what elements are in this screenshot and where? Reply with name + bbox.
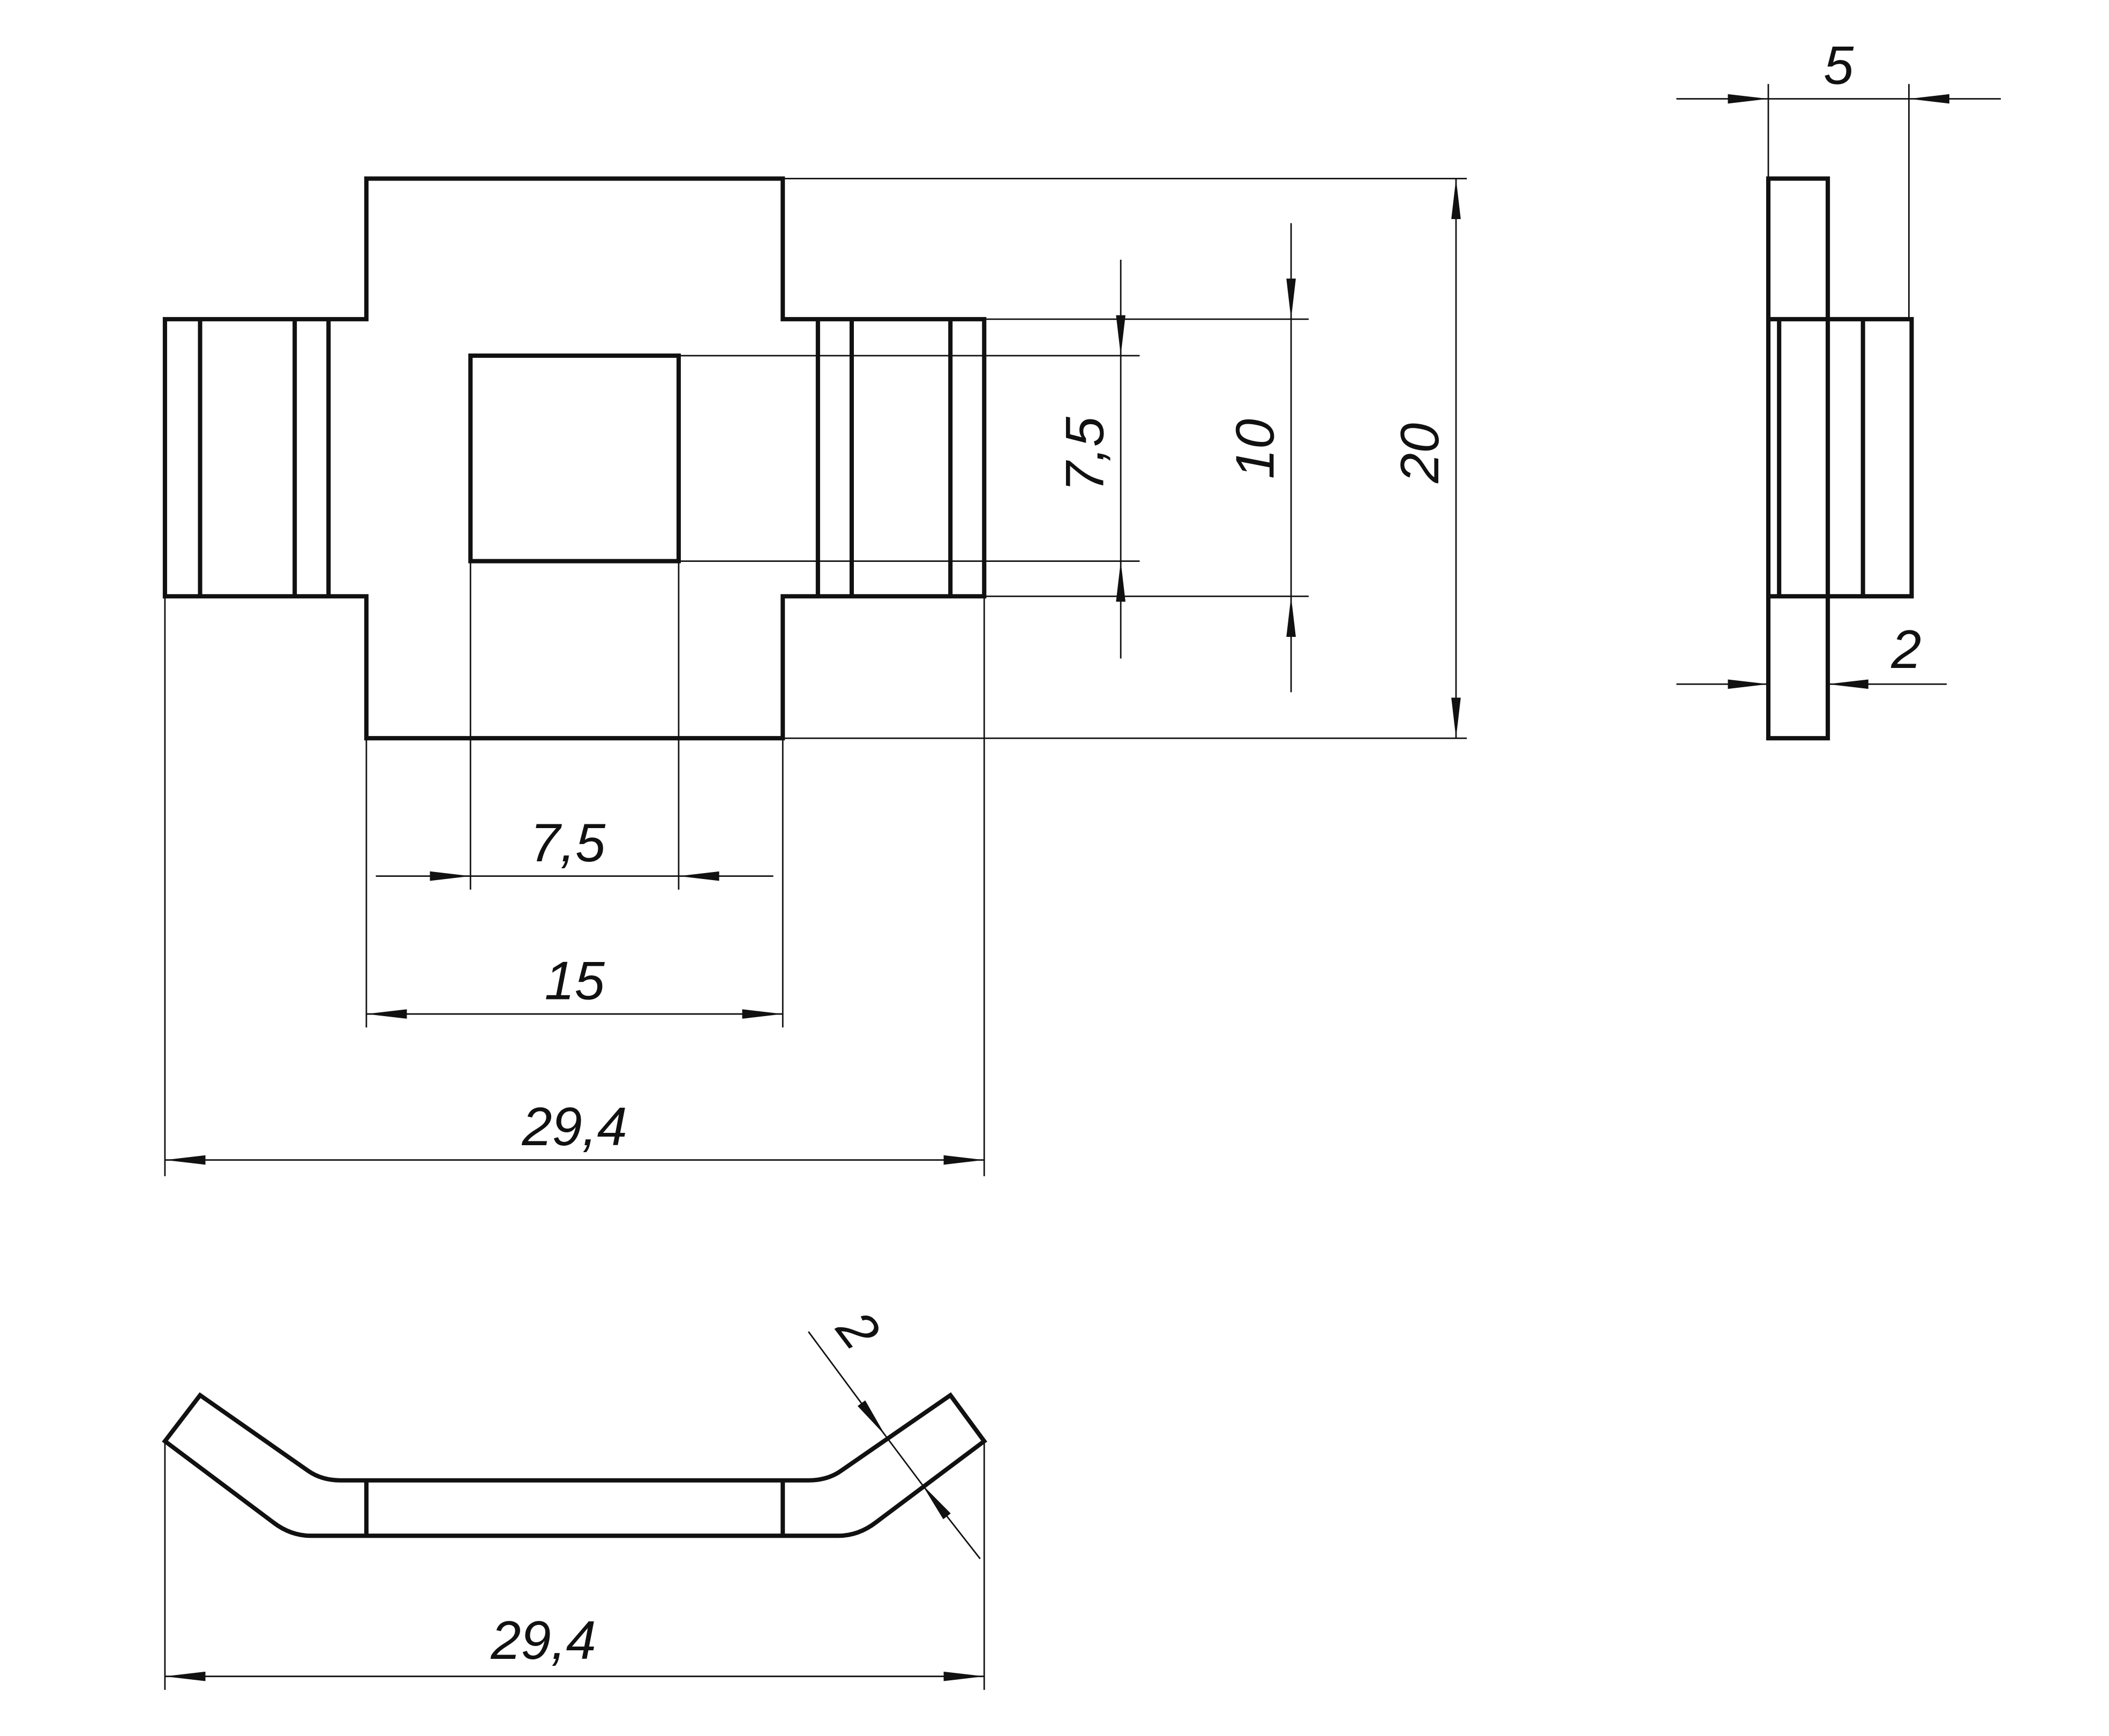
bottom-view: 29,4 2 — [162, 1299, 987, 1690]
dim-hole-width: 7,5 — [530, 813, 606, 873]
dim-wing-height: 10 — [1225, 419, 1285, 479]
dim-bottom-width: 29,4 — [490, 1611, 596, 1671]
dim-center-width: 15 — [544, 951, 605, 1011]
dim-plate-thickness: 2 — [1890, 620, 1921, 680]
front-view: 20 10 7,5 7,5 15 29,4 — [162, 176, 1467, 1176]
bend-lines — [364, 1480, 785, 1536]
side-inner-lines — [1777, 319, 1865, 597]
side-extension-lines — [1767, 84, 1910, 739]
dim-line-bent-thickness-mid — [884, 1435, 923, 1485]
front-outline — [162, 176, 987, 741]
dim-line-bent-thickness-a — [808, 1331, 887, 1437]
dim-hole-height: 7,5 — [1055, 416, 1115, 492]
square-hole — [468, 353, 681, 563]
side-wing — [1766, 317, 1914, 599]
right-wing-lines — [815, 319, 953, 597]
dim-total-height: 20 — [1390, 423, 1450, 484]
side-view: 5 2 — [1676, 36, 2001, 741]
dim-total-thickness: 5 — [1823, 36, 1854, 96]
left-wing-lines — [198, 319, 331, 597]
extension-lines — [164, 178, 1467, 1176]
dim-total-width: 29,4 — [521, 1097, 627, 1157]
bent-plate-outline — [162, 1392, 987, 1538]
dim-line-bent-thickness-b — [921, 1484, 981, 1559]
bottom-extension-lines — [164, 1441, 985, 1690]
dim-bent-thickness: 2 — [825, 1299, 891, 1360]
